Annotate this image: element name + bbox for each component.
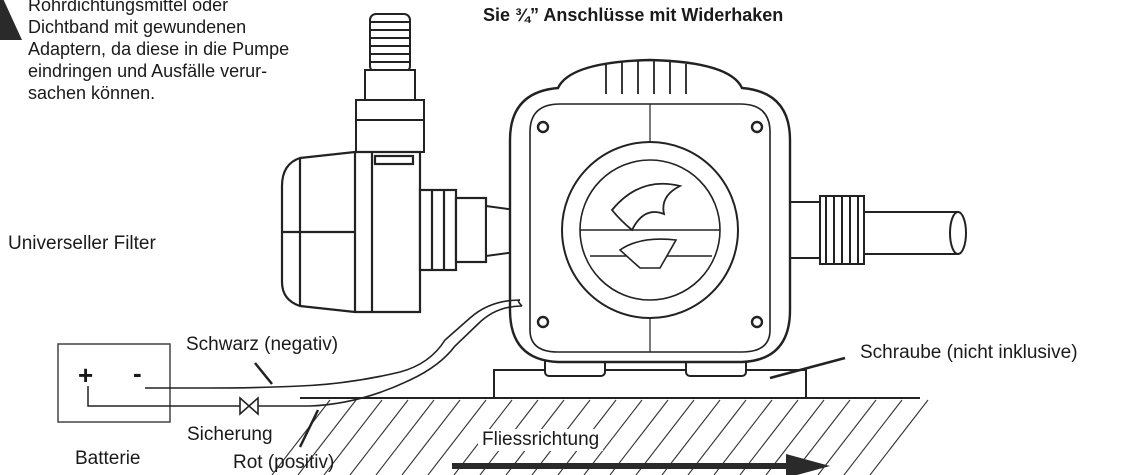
fuse-label: Sicherung — [187, 424, 273, 445]
warning-triangle-icon — [0, 0, 22, 40]
ground-hatch-line — [869, 399, 929, 475]
screw-label: Schraube (nicht inklusive) — [860, 342, 1078, 363]
ground-hatch-line — [609, 399, 669, 475]
battery-label: Batterie — [75, 448, 141, 469]
warning-line-5: sachen können. — [28, 83, 156, 103]
ground-hatch-line — [323, 399, 383, 475]
warning-line-3: Adaptern, da diese in die Pumpe — [28, 39, 290, 59]
inlet-threaded-pipe — [355, 13, 425, 153]
universal-filter — [280, 150, 488, 314]
battery-plus: + — [78, 360, 93, 390]
ground-hatch-line — [427, 399, 487, 475]
black-wire-pointer — [254, 362, 273, 385]
flow-arrow — [452, 454, 830, 475]
flow-label: Fliessrichtung — [478, 429, 604, 451]
ground-hatch-line — [739, 399, 799, 475]
red-wire-label: Rot (positiv) — [233, 452, 335, 473]
warning-line-1: Rohrdichtungsmittel oder — [28, 0, 229, 15]
wire-harness — [140, 299, 523, 407]
fuse-symbol — [239, 396, 259, 416]
ground-hatch-line — [635, 399, 695, 475]
battery-box — [57, 343, 171, 423]
pump-body — [508, 58, 792, 364]
ground-hatch-line — [765, 399, 825, 475]
outlet-fitting — [789, 195, 967, 265]
black-wire-label: Schwarz (negativ) — [186, 334, 339, 355]
ground-hatch-line — [401, 399, 461, 475]
filter-label: Universeller Filter — [8, 233, 156, 254]
red-wire-pointer — [298, 409, 320, 448]
screw-pointer — [769, 356, 846, 380]
warning-line-4: eindringen und Ausfälle verur- — [28, 61, 268, 81]
ground-hatch-line — [817, 399, 877, 475]
battery-minus: - — [133, 358, 142, 388]
ground-hatch-line — [375, 399, 435, 475]
warning-line-2: Dichtband mit gewundenen — [28, 17, 247, 37]
ground-hatch-line — [349, 399, 409, 475]
headline: Sie ¾” Anschlüsse mit Widerhaken — [483, 5, 784, 25]
ground-hatch-line — [843, 399, 903, 475]
ground-hatch-line — [713, 399, 773, 475]
ground-hatch-line — [297, 399, 357, 475]
ground-hatch-line — [271, 399, 331, 475]
ground-hatch-line — [661, 399, 721, 475]
ground-hatch-line — [583, 399, 643, 475]
ground-hatch-line — [687, 399, 747, 475]
warning-text: Rohrdichtungsmittel oder Dichtband mit g… — [28, 0, 348, 104]
